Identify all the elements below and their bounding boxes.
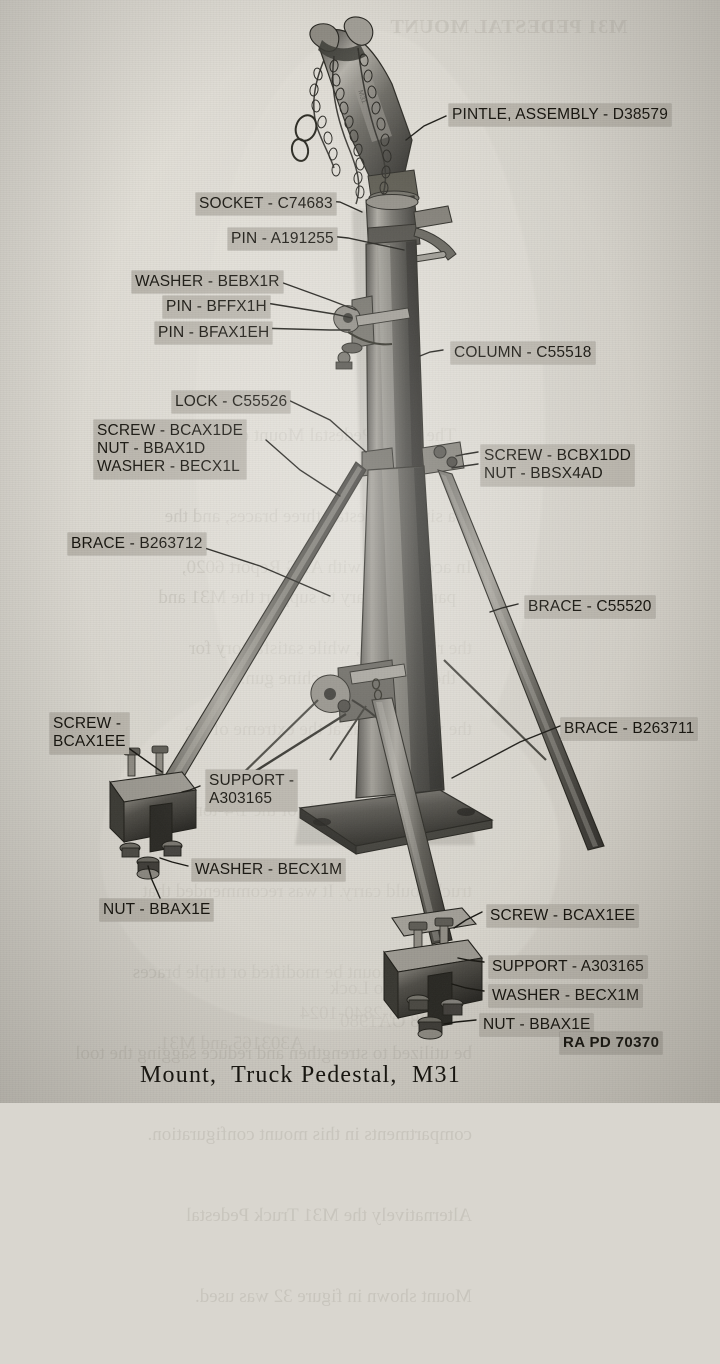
label-pin-bfax1eh: PIN - BFAX1EH (155, 322, 273, 344)
label-brace-b263712: BRACE - B263712 (68, 533, 206, 555)
scan-page: M31 PEDESTAL MOUNT The Truck Pedestal Mo… (0, 0, 720, 1307)
label-screw-bcax1ee-left: SCREW - BCAX1EE (50, 713, 129, 754)
label-pintle-assembly: PINTLE, ASSEMBLY - D38579 (449, 104, 671, 126)
label-washer-bebx1r: WASHER - BEBX1R (132, 271, 283, 293)
label-brace-b263711: BRACE - B263711 (561, 718, 698, 740)
label-screw-bcax1ee-right: SCREW - BCAX1EE (487, 905, 639, 927)
label-screw-nut-washer-group: SCREW - BCAX1DE NUT - BBAX1D WASHER - BE… (94, 420, 247, 479)
label-pin-a191255: PIN - A191255 (228, 228, 337, 250)
label-nut-bbax1e-left: NUT - BBAX1E (100, 899, 214, 921)
label-support-a303165-right: SUPPORT - A303165 (489, 956, 647, 978)
label-lock: LOCK - C55526 (172, 391, 291, 413)
label-washer-becx1m-left: WASHER - BECX1M (192, 859, 346, 881)
label-screw-nut-group-right: SCREW - BCBX1DD NUT - BBSX4AD (481, 445, 634, 486)
label-column: COLUMN - C55518 (451, 342, 595, 364)
label-brace-c55520: BRACE - C55520 (525, 596, 655, 618)
label-nut-bbax1e-right: NUT - BBAX1E (480, 1014, 594, 1036)
label-pin-bffx1h: PIN - BFFX1H (163, 296, 270, 318)
label-washer-becx1m-right: WASHER - BECX1M (489, 985, 643, 1007)
label-socket: SOCKET - C74683 (196, 193, 336, 215)
figure-caption: Mount, Truck Pedestal, M31 (140, 1062, 461, 1089)
figure-code: RA PD 70370 (560, 1032, 663, 1054)
paper-grain-overlay (0, 0, 720, 1103)
label-support-a303165-left: SUPPORT - A303165 (206, 770, 298, 811)
pedestal-mount-illustration: M31 (0, 0, 720, 1103)
